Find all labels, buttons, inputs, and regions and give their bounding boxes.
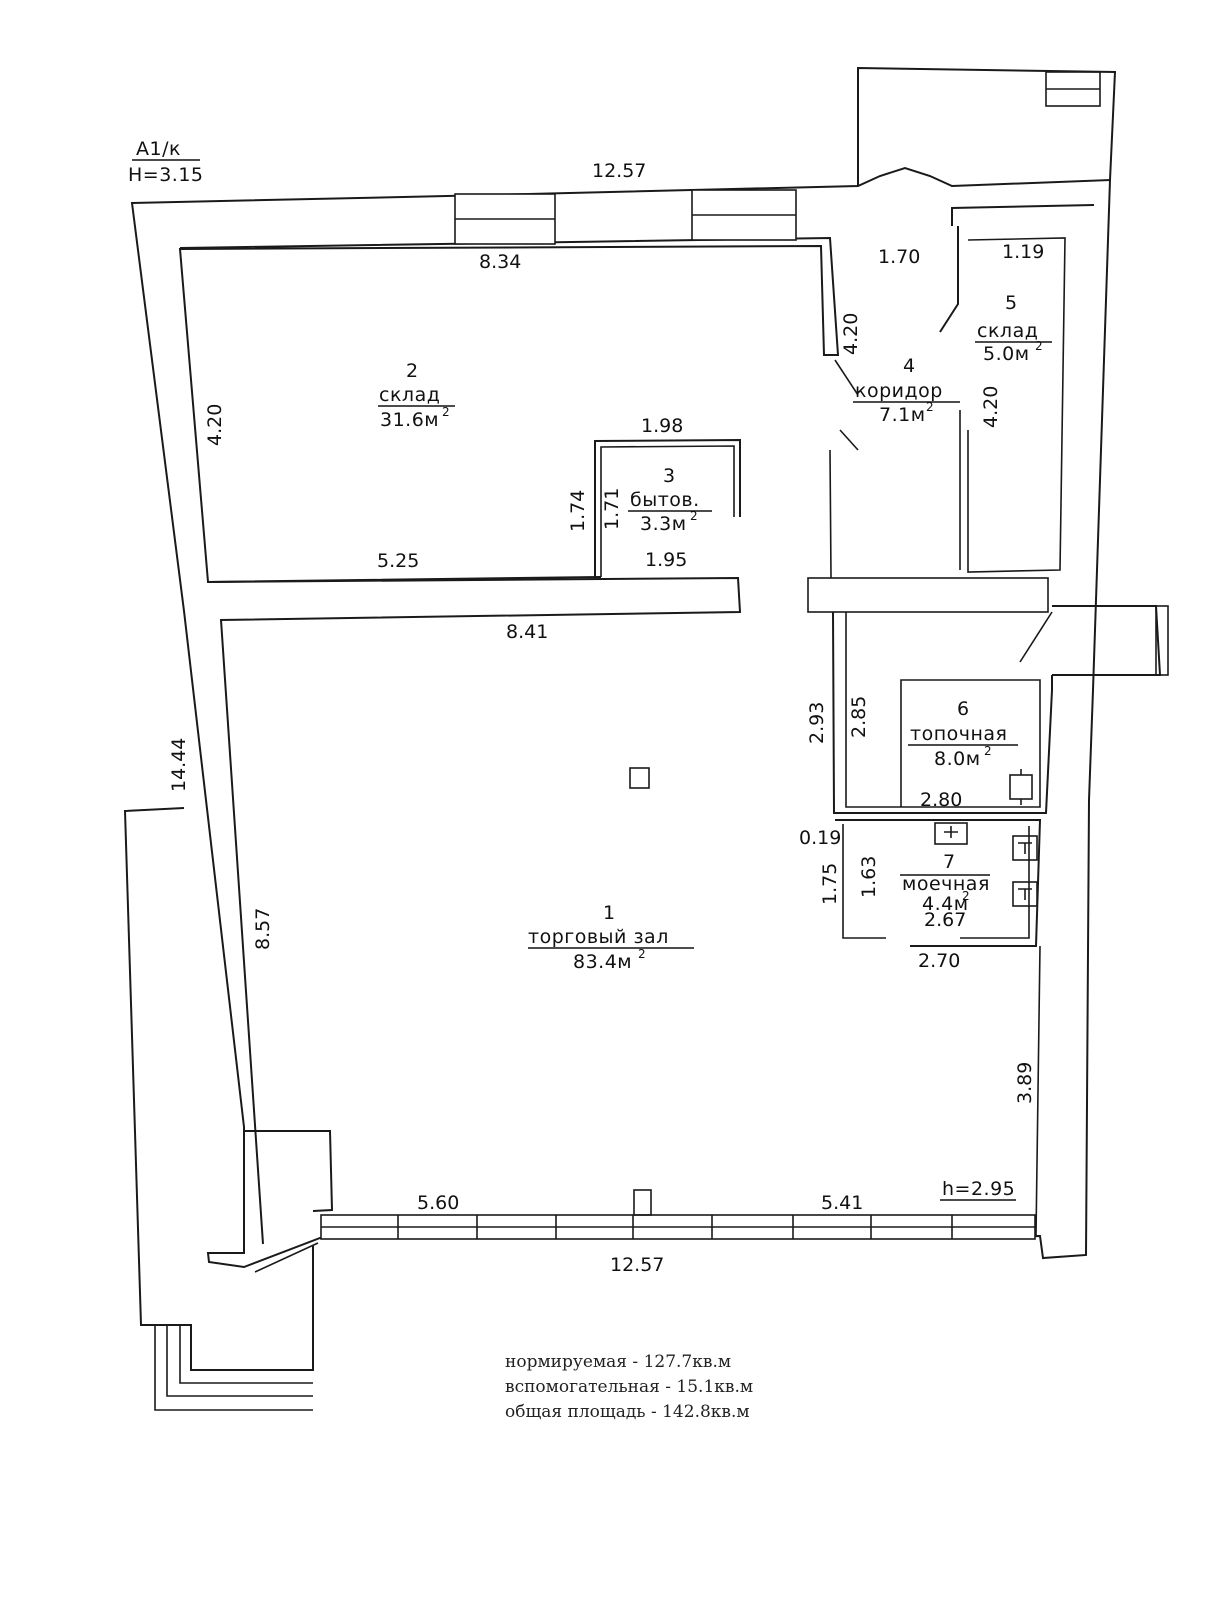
dim-bytov-side-in: 1.71 [601, 488, 623, 530]
dim-bottom-right: 5.41 [821, 1192, 863, 1214]
storefront-mullions [321, 1215, 1035, 1239]
room-1-area: 83.4м [573, 951, 632, 973]
room-labels: 1 торговый зал 83.4м 2 2 склад 31.6м 2 3… [378, 292, 1052, 973]
windows [320, 189, 1036, 1240]
room-3-number: 3 [663, 465, 676, 487]
room-4-area: 7.1м [879, 404, 926, 426]
dimensions: 12.57 8.34 4.20 14.44 8.57 1.70 4.20 1.1… [168, 160, 1044, 1276]
dim-wash-in: 1.63 [858, 856, 880, 898]
room-3-area: 3.3м [640, 513, 687, 535]
room-7-number: 7 [943, 851, 956, 873]
dim-left-upper: 4.20 [204, 404, 226, 446]
room-6-area-sup: 2 [984, 744, 992, 758]
dim-boiler-out: 2.93 [806, 702, 828, 744]
dim-boiler-bottom: 2.80 [920, 789, 962, 811]
room-7-area: 4.4м [922, 893, 969, 915]
dim-boiler-in: 2.85 [848, 696, 870, 738]
summary-line: вспомогательная - 15.1кв.м [505, 1377, 754, 1397]
room-2-area: 31.6м [380, 409, 439, 431]
room-1-area-sup: 2 [638, 947, 646, 961]
room-5-name: склад [977, 320, 1038, 342]
room-5-area: 5.0м [983, 343, 1030, 365]
room-6-area: 8.0м [934, 748, 981, 770]
room-5-area-sup: 2 [1035, 339, 1043, 353]
dim-top-inner: 8.34 [479, 251, 521, 273]
fixtures [629, 767, 1038, 907]
room-4-name: коридор [855, 380, 943, 402]
dim-bytov-bottom: 1.95 [645, 549, 687, 571]
ceiling-height-bottom: h=2.95 [942, 1178, 1015, 1200]
dim-wash-gap: 0.19 [799, 827, 841, 849]
dim-bytov-side-out: 1.74 [567, 490, 589, 532]
room-2-area-sup: 2 [442, 405, 450, 419]
dim-right-lower: 3.89 [1014, 1062, 1036, 1104]
washer-icon [1012, 881, 1038, 907]
dim-wash-out: 1.75 [819, 863, 841, 905]
room-3-name: бытов. [630, 489, 700, 511]
room-6-number: 6 [957, 698, 970, 720]
room-6-name: топочная [910, 723, 1007, 745]
room-2-name: склад [379, 384, 440, 406]
dim-corridor-len: 4.20 [840, 313, 862, 355]
exterior-walls [123, 66, 1169, 1411]
dim-store5-len: 4.20 [980, 386, 1002, 428]
sink-icon [934, 822, 968, 845]
column [629, 767, 650, 789]
room-1-number: 1 [603, 902, 616, 924]
room-5-number: 5 [1005, 292, 1018, 314]
dim-corridor-width: 1.70 [878, 246, 920, 268]
dim-bottom-left: 5.60 [417, 1192, 459, 1214]
dim-hall-top: 8.41 [506, 621, 548, 643]
boiler-icon [1009, 774, 1033, 800]
dim-bottom-outer: 12.57 [610, 1254, 664, 1276]
dim-left-lower: 8.57 [252, 908, 274, 950]
room-7-area-sup: 2 [962, 889, 970, 903]
room-2-number: 2 [406, 360, 419, 382]
dim-left-total: 14.44 [168, 738, 190, 792]
room-4-area-sup: 2 [926, 400, 934, 414]
room-7-name: моечная [902, 873, 990, 895]
ceiling-height: H=3.15 [128, 164, 204, 186]
dim-wash-bottom: 2.70 [918, 950, 960, 972]
summary-line: нормируемая - 127.7кв.м [505, 1352, 732, 1372]
room-4-number: 4 [903, 355, 916, 377]
washer-icon [1012, 835, 1038, 861]
dim-bytov-top: 1.98 [641, 415, 683, 437]
dim-store5-width: 1.19 [1002, 241, 1044, 263]
interior-walls [178, 204, 1095, 1245]
summary-line: общая площадь - 142.8кв.м [505, 1402, 750, 1422]
dim-store2-bottom: 5.25 [377, 550, 419, 572]
sheet-code: А1/к [136, 138, 181, 160]
room-1-name: торговый зал [528, 926, 669, 948]
room-3-area-sup: 2 [690, 509, 698, 523]
dim-top-outer: 12.57 [592, 160, 646, 182]
sheet-header: А1/к H=3.15 h=2.95 [128, 138, 1016, 1201]
area-summary: нормируемая - 127.7кв.м вспомогательная … [505, 1352, 753, 1427]
dim-wash-inner-bottom: 2.67 [924, 909, 966, 931]
